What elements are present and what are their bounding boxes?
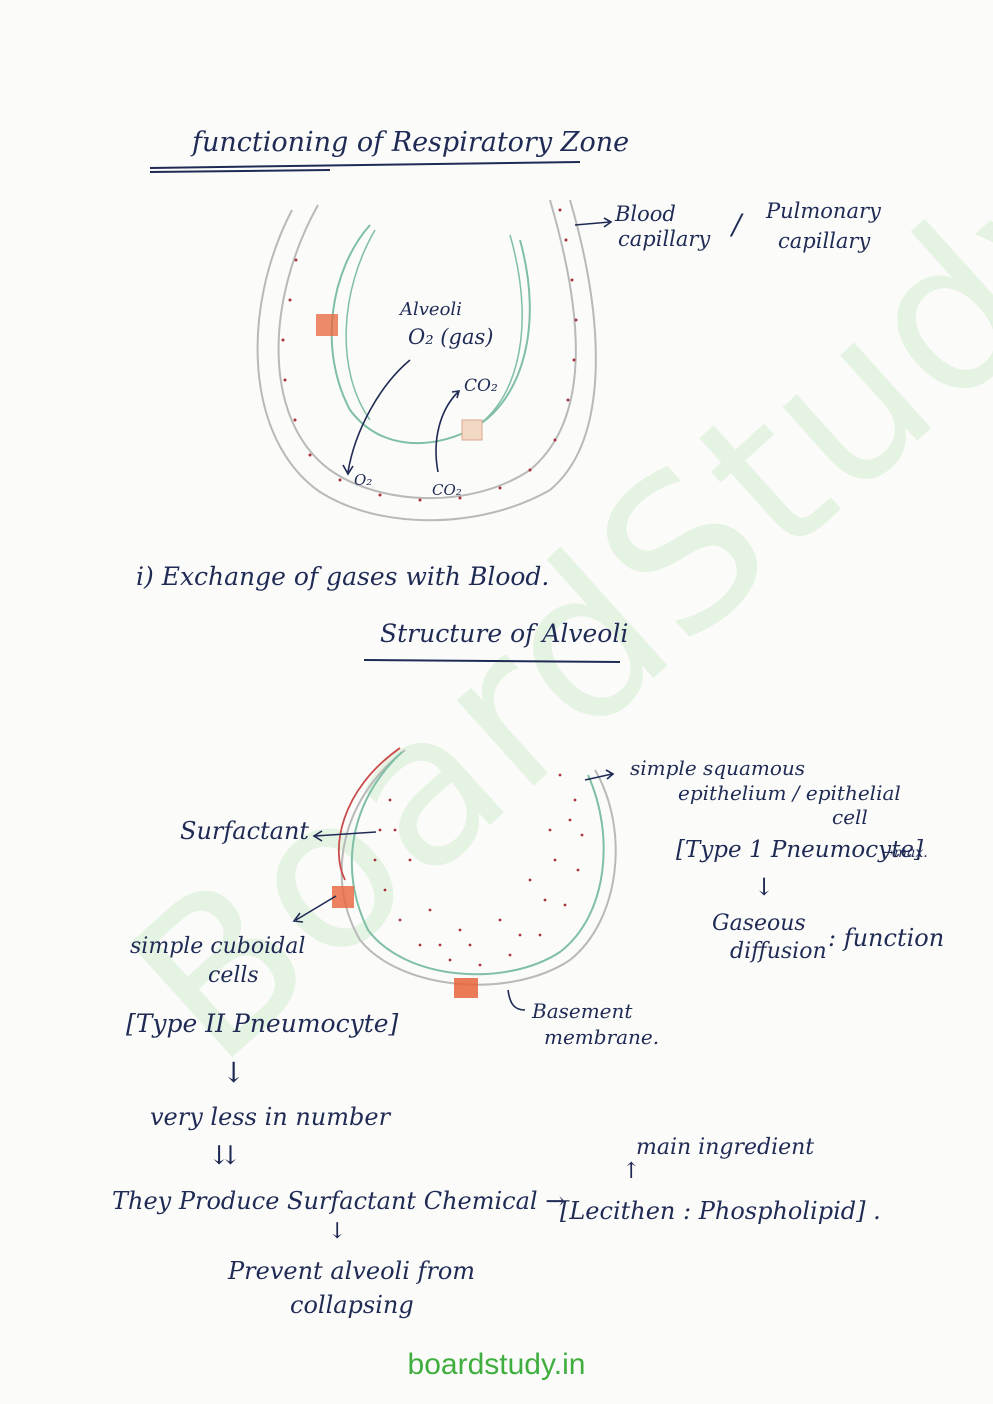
label-squamous-line2: epithelium / epithelial [678, 781, 901, 805]
label-alveoli: Alveoli [400, 299, 462, 320]
arrow-to-prevent: ↓ [328, 1219, 347, 1244]
arrow-main-ingredient: ↑ [622, 1159, 641, 1184]
alveolus-diagram-2 [292, 747, 617, 1011]
label-basement-line2: membrane. [544, 1025, 660, 1049]
page-title-respiratory-zone: functioning of Respiratory Zone [192, 127, 630, 158]
label-cuboidal-line1: simple cuboidal [130, 934, 306, 959]
label-blood-capillary-line1: Blood [615, 202, 676, 226]
label-co2-top: CO₂ [464, 376, 498, 396]
arrow-to-very-less: ↓ [222, 1056, 246, 1089]
label-type1-pneumocyte: [Type 1 Pneumocyte] [676, 837, 923, 863]
label-blood-capillary-line2: capillary [618, 227, 711, 251]
heading1-underline [149, 161, 581, 173]
label-surfactant: Surfactant [180, 817, 310, 845]
very-less-in-number-text: very less in number [150, 1103, 391, 1131]
label-function: : function [828, 924, 945, 952]
label-arrow-to-diffusion: ↓ [754, 873, 775, 901]
label-o2-bottom: O₂ [354, 471, 373, 489]
exchange-of-gases-text: i) Exchange of gases with Blood. [136, 562, 550, 591]
label-co2-bottom: CO₂ [432, 481, 462, 499]
label-pulmonary-line1: Pulmonary [766, 199, 881, 223]
label-basement-line1: Basement [532, 999, 633, 1023]
they-produce-surfactant-text: They Produce Surfactant Chemical → [112, 1187, 566, 1215]
label-type1-max: →max. [882, 845, 928, 861]
label-gaseous: Gaseous [712, 911, 806, 936]
label-cuboidal-line2: cells [208, 963, 259, 988]
label-pulmonary-line2: capillary [778, 229, 871, 253]
heading2-underline [363, 659, 621, 663]
prevent-alveoli-line2: collapsing [290, 1291, 414, 1319]
label-type2-pneumocyte: [Type II Pneumocyte] [126, 1009, 399, 1038]
double-down-arrow: ⇊ [214, 1141, 236, 1171]
label-squamous-line3: cell [832, 805, 868, 829]
label-diffusion-text: diffusion [730, 939, 827, 964]
label-squamous-line1: simple squamous [630, 756, 806, 780]
alveolus-diagram-1 [256, 199, 613, 522]
structure-of-alveoli-heading: Structure of Alveoli [380, 619, 629, 648]
label-o2-gas: O₂ (gas) [408, 325, 494, 349]
label-slash: / [732, 208, 742, 241]
footer-website: boardstudy.in [407, 1348, 586, 1381]
lecithin-phospholipid-text: [Lecithen : Phospholipid] . [560, 1197, 881, 1225]
prevent-alveoli-line1: Prevent alveoli from [228, 1257, 476, 1285]
main-ingredient-text: main ingredient [636, 1135, 815, 1160]
